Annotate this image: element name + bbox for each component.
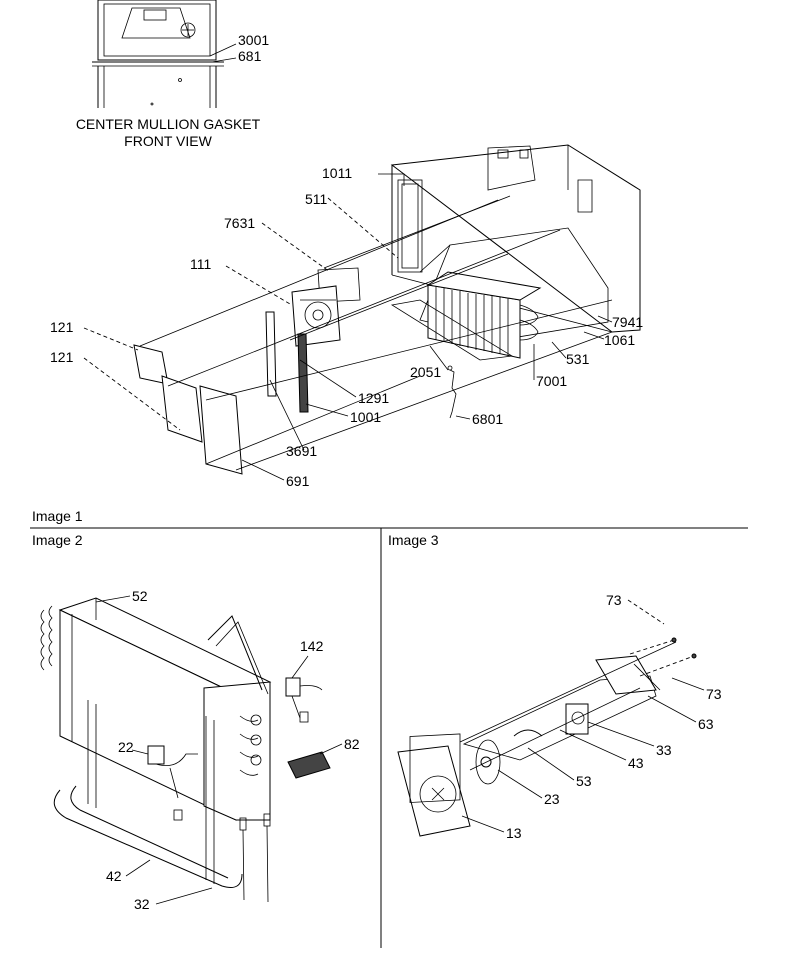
callout-7631: 7631	[224, 215, 255, 231]
callout-111: 111	[190, 256, 211, 272]
callout-3691: 3691	[286, 443, 317, 459]
callout-691: 691	[286, 473, 310, 489]
gasket-view-title-line1: CENTER MULLION GASKET	[75, 116, 261, 132]
callout-73-right: 73	[706, 686, 722, 702]
callout-33: 33	[656, 742, 672, 758]
image1-front-panels	[133, 311, 457, 475]
image2-leader-lines	[95, 595, 343, 905]
image2-label: Image 2	[32, 532, 83, 548]
callout-42: 42	[106, 868, 122, 884]
image1-evaporator-coil	[390, 271, 542, 361]
callout-1001: 1001	[350, 409, 381, 425]
callout-142: 142	[300, 638, 324, 654]
gasket-view-title-line2: FRONT VIEW	[124, 133, 212, 149]
callout-13: 13	[506, 825, 522, 841]
callout-511: 511	[305, 191, 328, 207]
callout-1011: 1011	[322, 165, 352, 181]
callout-22: 22	[118, 739, 134, 755]
callout-7941: 7941	[612, 314, 643, 330]
image3-leader-lines	[461, 599, 705, 833]
callout-1291: 1291	[358, 390, 389, 406]
callout-23: 23	[544, 791, 560, 807]
callout-52: 52	[132, 588, 148, 604]
callout-63: 63	[698, 716, 714, 732]
image1-leader-lines	[83, 43, 613, 481]
image3-fan-drawing	[397, 637, 697, 837]
callout-labels: 3001 681 1011 511 7631 111 121 121 7941 …	[50, 32, 722, 912]
callout-121-upper: 121	[50, 319, 74, 335]
gasket-view-title: CENTER MULLION GASKET FRONT VIEW	[58, 116, 278, 150]
callout-43: 43	[628, 755, 644, 771]
image1-fan-assembly	[291, 267, 361, 347]
callout-2051: 2051	[410, 364, 441, 380]
callout-32: 32	[134, 896, 150, 912]
callout-73-top: 73	[606, 592, 622, 608]
image1-label: Image 1	[32, 508, 83, 524]
image3-label: Image 3	[388, 532, 439, 548]
callout-6801: 6801	[472, 411, 503, 427]
callout-82: 82	[344, 736, 360, 752]
callout-531: 531	[566, 351, 590, 367]
callout-121-lower: 121	[50, 349, 74, 365]
callout-53: 53	[576, 773, 592, 789]
callout-681: 681	[238, 48, 262, 64]
callout-7001: 7001	[536, 373, 567, 389]
image2-evaporator-drawing	[40, 597, 331, 903]
gasket-front-view-drawing	[92, 0, 224, 108]
callout-1061: 1061	[604, 332, 635, 348]
callout-3001: 3001	[238, 32, 269, 48]
image1-construction-lines	[139, 195, 613, 471]
